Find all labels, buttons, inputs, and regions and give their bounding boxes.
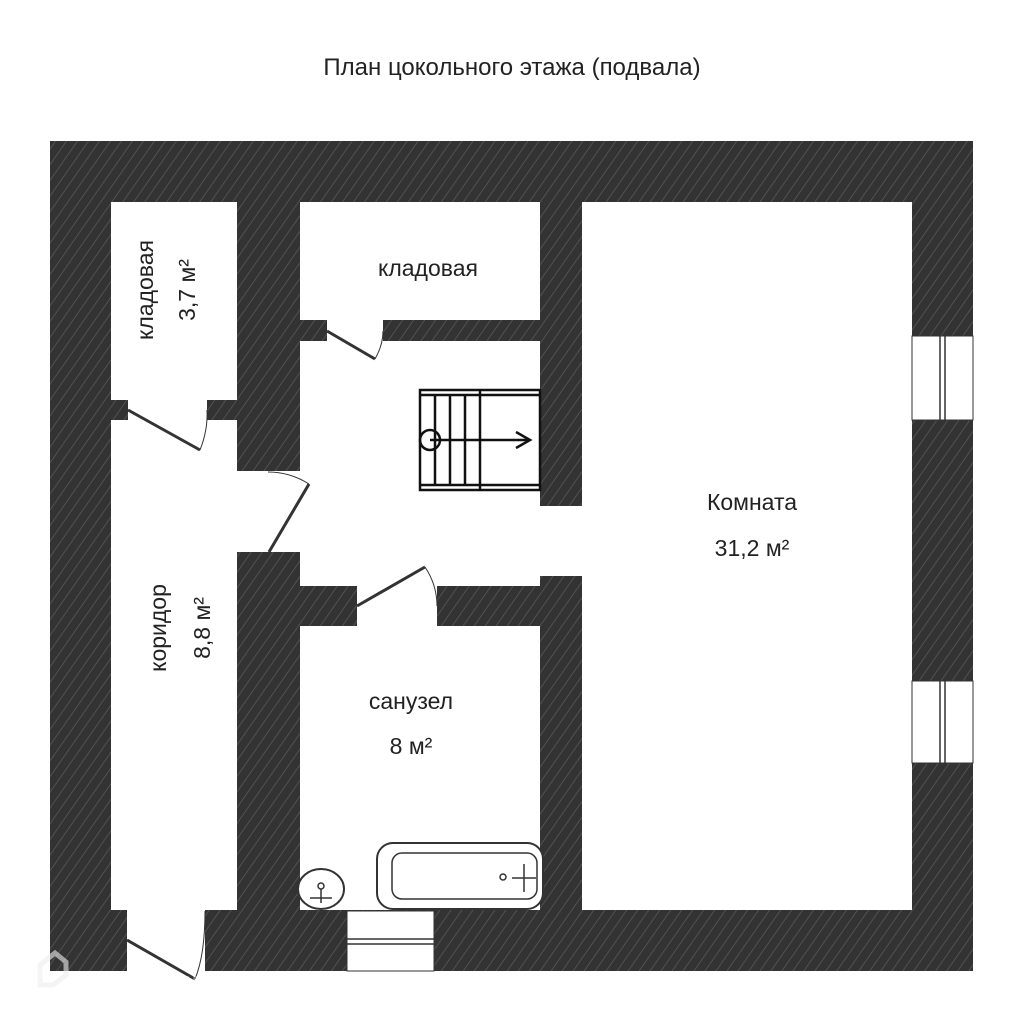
door-exit xyxy=(126,910,206,981)
room-area: 8 м² xyxy=(390,733,433,759)
room-name: санузел xyxy=(369,688,453,714)
room-main: Комната 31,2 м² xyxy=(707,489,797,561)
bathtub-icon xyxy=(376,842,544,910)
room-area: 31,2 м² xyxy=(715,535,790,561)
staircase xyxy=(418,388,542,492)
door-storage-left xyxy=(127,408,208,452)
door-storage-top xyxy=(326,329,384,361)
room-name: кладовая xyxy=(132,240,158,340)
window-right-top xyxy=(911,335,974,421)
room-storage-left: кладовая 3,7 м² xyxy=(132,240,200,340)
room-bathroom: санузел 8 м² xyxy=(369,688,453,759)
room-area: 3,7 м² xyxy=(174,259,200,321)
interior-walls xyxy=(300,320,540,626)
room-name: коридор xyxy=(145,584,171,672)
room-corridor: коридор 8,8 м² xyxy=(145,584,215,672)
window-bottom xyxy=(346,910,435,972)
domclick-watermark: Домклик xyxy=(37,949,209,997)
door-bathroom xyxy=(356,565,438,608)
window-right-bottom xyxy=(911,680,974,764)
plan-title: План цокольного этажа (подвала) xyxy=(323,54,700,81)
room-name: Комната xyxy=(707,489,797,515)
door-corridor-hall xyxy=(267,471,311,553)
watermark-text: Домклик xyxy=(74,967,209,997)
room-area: 8,8 м² xyxy=(189,597,215,659)
room-storage-top-name: кладовая xyxy=(378,255,478,281)
sink-icon xyxy=(297,868,345,910)
